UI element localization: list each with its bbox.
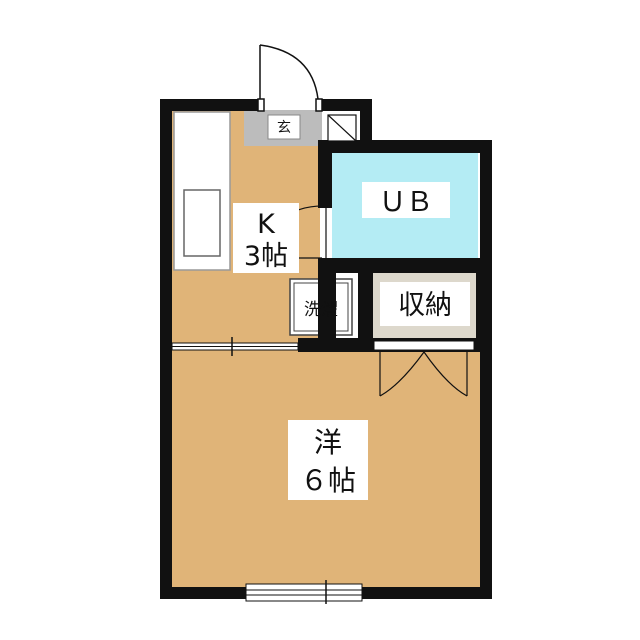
kitchen-label-plate <box>233 203 299 273</box>
walls <box>160 99 492 599</box>
storage-double-door-icon <box>379 351 468 397</box>
entrance-door-icon <box>257 44 323 112</box>
kitchen-label-line2: 3帖 <box>244 241 288 272</box>
western-label-line1: 洋 <box>314 426 342 459</box>
kitchen-label-line1: K <box>257 209 276 240</box>
sliding-door-partition <box>171 337 299 356</box>
entrance-label: 玄 <box>277 119 291 136</box>
shoe-box-icon <box>327 114 357 142</box>
bath-label-plate <box>362 182 450 218</box>
bath-label: ＵＢ <box>379 187 433 218</box>
sink-icon <box>183 189 221 257</box>
entrance-step <box>267 114 301 140</box>
storage-label-plate <box>380 282 470 326</box>
western-label-line2: ６帖 <box>300 464 356 497</box>
western-label-plate <box>288 420 368 500</box>
window-bottom <box>245 580 363 604</box>
storage-label: 収納 <box>398 290 452 321</box>
storage-door-frame <box>373 340 475 351</box>
laundry-label: 洗濯 <box>304 300 338 320</box>
